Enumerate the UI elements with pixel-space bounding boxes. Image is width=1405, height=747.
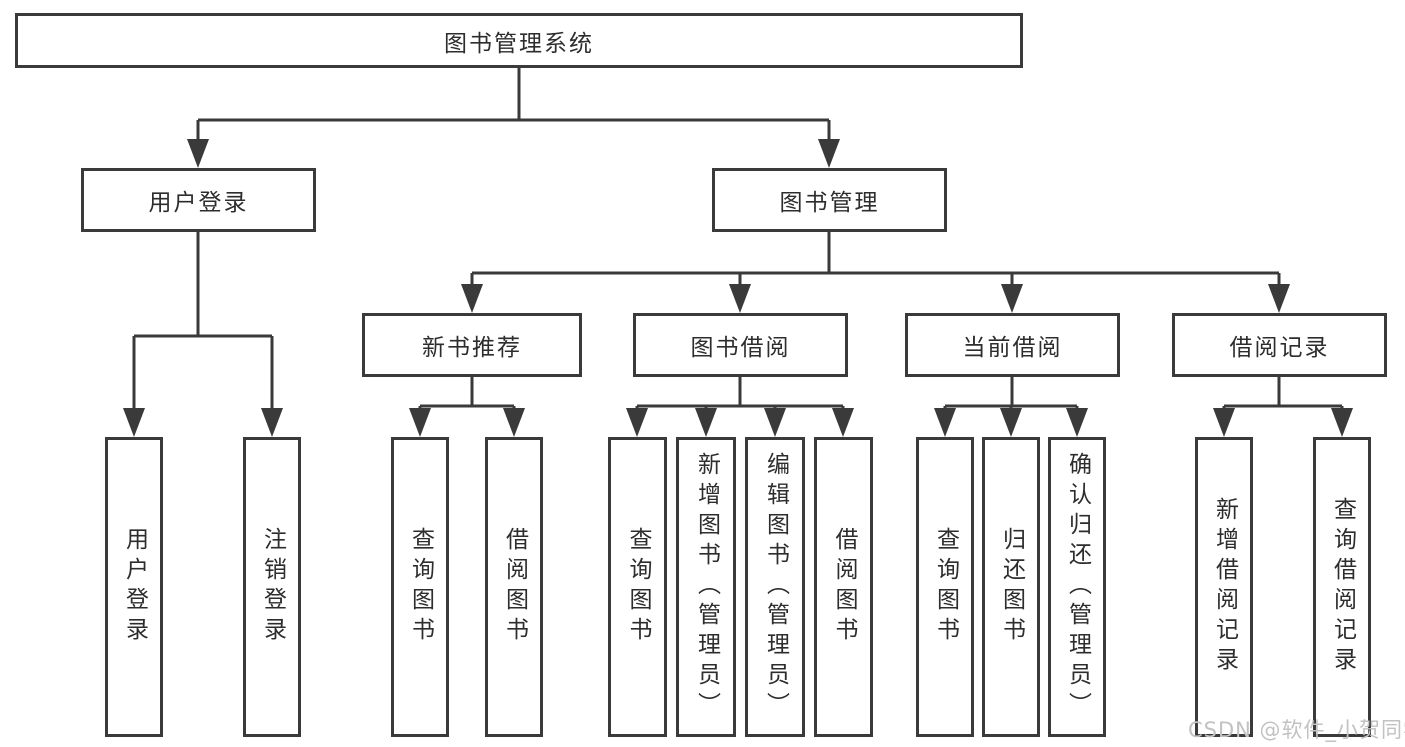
leaf-label: 归还图书 xyxy=(998,527,1025,647)
leaf-label: 注销登录 xyxy=(259,527,286,647)
arrow-down-icon xyxy=(409,408,431,437)
leaf-label: 查询图书 xyxy=(407,527,434,647)
node-book-borrow: 图书借阅 xyxy=(633,313,848,377)
arrow-down-icon xyxy=(764,408,786,437)
leaf-label: 查询图书 xyxy=(932,527,959,647)
arrow-down-icon xyxy=(1066,408,1088,437)
connector-newbookrec-to-leaves xyxy=(418,377,516,413)
node-new-book-recommend: 新书推荐 xyxy=(362,313,582,377)
node-leaf-bb-query-books: 查询图书 xyxy=(608,437,667,737)
node-book-management: 图书管理 xyxy=(712,168,947,232)
leaf-label: 新增借阅记录 xyxy=(1211,497,1238,677)
arrow-down-icon xyxy=(461,284,483,313)
node-leaf-bb-edit-books: 编辑图书（管理员） xyxy=(745,437,805,737)
node-user-login: 用户登录 xyxy=(81,168,316,232)
connector-root-to-level2 xyxy=(196,68,831,142)
node-leaf-br-query-record: 查询借阅记录 xyxy=(1313,437,1371,737)
arrow-down-icon xyxy=(503,408,525,437)
leaf-label: 借阅图书 xyxy=(501,527,528,647)
arrow-down-icon xyxy=(1268,284,1290,313)
node-leaf-rec-borrow-books: 借阅图书 xyxy=(485,437,543,737)
connector-bookborrow-to-leaves xyxy=(635,377,845,413)
arrow-down-icon xyxy=(1331,408,1353,437)
node-leaf-logout: 注销登录 xyxy=(243,437,301,737)
node-leaf-cb-query-books: 查询图书 xyxy=(916,437,974,737)
leaf-label: 确认归还（管理员） xyxy=(1064,452,1091,722)
leaf-label: 查询借阅记录 xyxy=(1329,497,1356,677)
csdn-watermark: CSDN @软件_小贺同学 xyxy=(1188,718,1405,742)
connector-bookmgmt-to-level3 xyxy=(470,232,1281,287)
arrow-down-icon xyxy=(934,408,956,437)
arrow-down-icon xyxy=(1001,284,1023,313)
leaf-label: 借阅图书 xyxy=(831,527,857,647)
node-leaf-cb-return-books: 归还图书 xyxy=(982,437,1040,737)
node-leaf-br-add-record: 新增借阅记录 xyxy=(1195,437,1253,737)
arrow-down-icon xyxy=(123,408,145,437)
connector-userlogin-to-leaves xyxy=(132,232,274,410)
arrow-down-icon xyxy=(695,408,717,437)
node-leaf-cb-confirm-return: 确认归还（管理员） xyxy=(1048,437,1106,737)
node-leaf-bb-add-books: 新增图书（管理员） xyxy=(676,437,736,737)
arrow-down-icon xyxy=(729,284,751,313)
arrow-down-icon xyxy=(818,139,840,168)
leaf-label: 用户登录 xyxy=(121,527,148,647)
leaf-label: 编辑图书（管理员） xyxy=(762,452,789,722)
connector-currentborrow-to-leaves xyxy=(943,377,1079,413)
leaf-label: 新增图书（管理员） xyxy=(693,452,720,722)
arrow-down-icon xyxy=(1213,408,1235,437)
arrow-down-icon xyxy=(832,408,854,437)
node-leaf-rec-query-books: 查询图书 xyxy=(391,437,449,737)
arrow-down-icon xyxy=(187,139,209,168)
node-current-borrow: 当前借阅 xyxy=(905,313,1120,377)
node-leaf-user-login: 用户登录 xyxy=(105,437,163,737)
node-leaf-bb-borrow-books: 借阅图书 xyxy=(814,437,873,737)
leaf-label: 查询图书 xyxy=(625,527,651,647)
arrow-down-icon xyxy=(1000,408,1022,437)
node-root: 图书管理系统 xyxy=(15,13,1023,68)
arrow-down-icon xyxy=(261,408,283,437)
node-borrow-records: 借阅记录 xyxy=(1172,313,1387,377)
connector-borrowrecords-to-leaves xyxy=(1222,377,1344,413)
arrow-down-icon xyxy=(626,408,648,437)
